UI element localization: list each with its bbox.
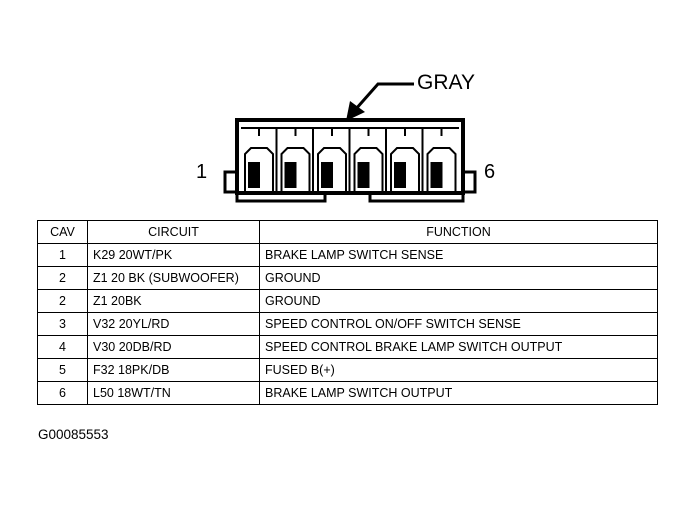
pin-1-label: 1 xyxy=(196,161,208,183)
circuit-cell: V32 20YL/RD xyxy=(87,312,260,336)
cavity-terminal xyxy=(430,162,443,188)
header-circuit: CIRCUIT xyxy=(87,220,260,244)
function-cell: FUSED B(+) xyxy=(259,358,658,382)
function-cell: SPEED CONTROL BRAKE LAMP SWITCH OUTPUT xyxy=(259,335,658,359)
table-header-row: CAV CIRCUIT FUNCTION xyxy=(37,220,658,244)
table-row: 6 L50 18WT/TN BRAKE LAMP SWITCH OUTPUT xyxy=(37,381,658,405)
function-cell: BRAKE LAMP SWITCH SENSE xyxy=(259,243,658,267)
cavity-outline xyxy=(317,147,347,192)
cavity-terminal xyxy=(357,162,370,188)
cavity-terminal xyxy=(321,162,333,188)
cav-cell: 2 xyxy=(37,266,88,290)
cavity-terminal xyxy=(394,162,406,188)
circuit-cell: V30 20DB/RD xyxy=(87,335,260,359)
connector-cavity xyxy=(312,128,347,192)
table-row: 3 V32 20YL/RD SPEED CONTROL ON/OFF SWITC… xyxy=(37,312,658,336)
cav-cell: 1 xyxy=(37,243,88,267)
circuit-cell: K29 20WT/PK xyxy=(87,243,260,267)
cav-cell: 2 xyxy=(37,289,88,313)
circuit-cell: Z1 20 BK (SUBWOOFER) xyxy=(87,266,260,290)
cavity-outline xyxy=(353,147,384,192)
connector-cavity xyxy=(421,128,457,192)
cav-cell: 6 xyxy=(37,381,88,405)
connector-color-label: GRAY xyxy=(417,71,475,94)
circuit-cell: Z1 20BK xyxy=(87,289,260,313)
function-cell: SPEED CONTROL ON/OFF SWITCH SENSE xyxy=(259,312,658,336)
cav-cell: 3 xyxy=(37,312,88,336)
function-cell: BRAKE LAMP SWITCH OUTPUT xyxy=(259,381,658,405)
cav-cell: 5 xyxy=(37,358,88,382)
header-cav: CAV xyxy=(37,220,88,244)
connector-cavity xyxy=(348,128,384,192)
cav-cell: 4 xyxy=(37,335,88,359)
cavity-outline xyxy=(390,147,420,192)
pinout-table: CAV CIRCUIT FUNCTION 1 K29 20WT/PK BRAKE… xyxy=(37,220,658,405)
cavity-outline xyxy=(244,147,274,192)
connector-cavities xyxy=(244,128,457,192)
header-function: FUNCTION xyxy=(259,220,658,244)
table-row: 1 K29 20WT/PK BRAKE LAMP SWITCH SENSE xyxy=(37,243,658,267)
connector-diagram xyxy=(223,82,477,203)
pin-6-label: 6 xyxy=(484,161,496,183)
function-cell: GROUND xyxy=(259,289,658,313)
circuit-cell: F32 18PK/DB xyxy=(87,358,260,382)
table-row: 2 Z1 20 BK (SUBWOOFER) GROUND xyxy=(37,266,658,290)
circuit-cell: L50 18WT/TN xyxy=(87,381,260,405)
connector-cavity xyxy=(244,128,274,192)
table-row: 4 V30 20DB/RD SPEED CONTROL BRAKE LAMP S… xyxy=(37,335,658,359)
figure-id: G00085553 xyxy=(38,427,109,442)
table-row: 2 Z1 20BK GROUND xyxy=(37,289,658,313)
cavity-terminal xyxy=(284,162,297,188)
cavity-outline xyxy=(280,147,311,192)
color-leader-arrow xyxy=(346,82,414,121)
cavity-outline xyxy=(426,147,457,192)
connector-cavity xyxy=(385,128,420,192)
function-cell: GROUND xyxy=(259,266,658,290)
cavity-terminal xyxy=(248,162,260,188)
table-row: 5 F32 18PK/DB FUSED B(+) xyxy=(37,358,658,382)
connector-cavity xyxy=(275,128,311,192)
